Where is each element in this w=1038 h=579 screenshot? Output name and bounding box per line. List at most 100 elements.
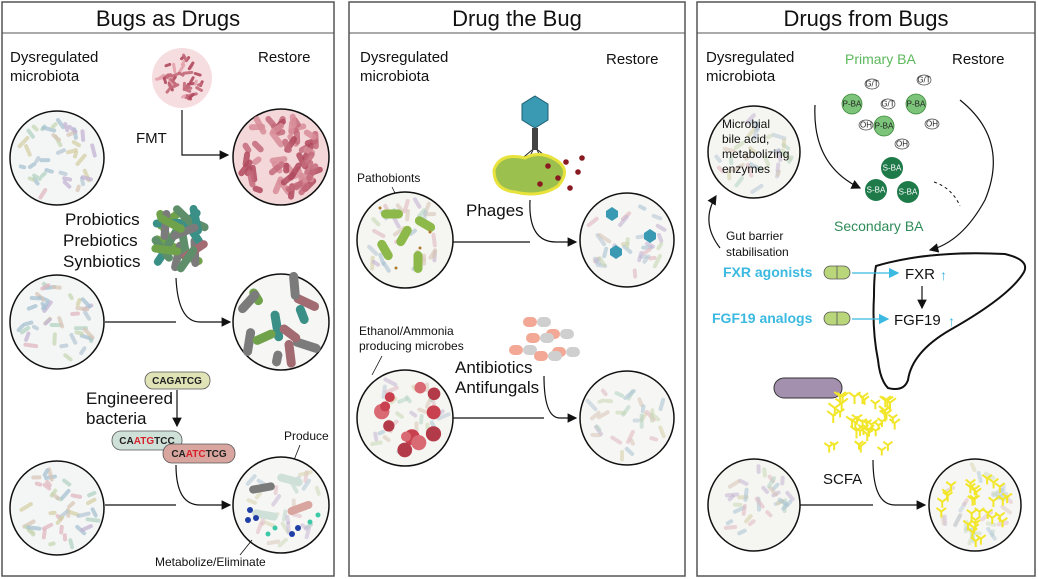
scfa-molecule <box>975 534 987 545</box>
bacterium <box>40 283 51 291</box>
scfa-molecule <box>974 507 985 518</box>
bacterium <box>658 425 666 439</box>
secondary-ba-text: S-BA <box>867 186 886 195</box>
ethanol-microbe <box>427 387 441 401</box>
bacterium <box>186 85 193 90</box>
seq-a-suffix: TCC <box>154 436 175 447</box>
bacterium <box>27 162 37 170</box>
p1-restored-engineered-bacteria <box>245 470 321 548</box>
enzymes-text: Microbial <box>722 117 770 131</box>
p3-dysregulated-bacteria-2 <box>723 464 795 536</box>
edited-sequence-a: CAATGTCC <box>119 436 174 447</box>
ba-side-group <box>916 74 932 86</box>
bacterium <box>169 78 178 86</box>
bacterium <box>283 162 290 174</box>
capsule-half <box>560 329 574 339</box>
gut-barrier-arrow <box>707 194 721 249</box>
scfa-molecule <box>876 446 887 456</box>
capsule-half <box>523 345 537 355</box>
bacterium <box>288 120 296 135</box>
enzymes-text-line-2: bile acid, <box>722 132 769 146</box>
bacterium <box>59 343 69 349</box>
edited-sequence-a-box <box>111 430 183 451</box>
pathobiont <box>414 216 436 232</box>
bacterium <box>301 151 315 168</box>
scfa-molecule <box>935 507 947 518</box>
bacterium <box>367 244 379 256</box>
bacterium <box>90 507 98 518</box>
scfa-molecule <box>854 441 867 453</box>
antibiotic-capsules <box>509 317 580 361</box>
bacterium <box>297 470 313 477</box>
bacterium <box>280 172 296 186</box>
scfa-molecule <box>965 478 976 490</box>
bacterium <box>41 522 54 531</box>
bacterium <box>766 476 777 489</box>
bacterium <box>252 329 276 345</box>
bacterium <box>51 285 62 290</box>
bacterium <box>590 432 602 438</box>
bacterium <box>637 397 644 408</box>
bacterium <box>730 163 745 173</box>
bacterium <box>268 161 285 176</box>
bacterium <box>156 73 165 81</box>
metabolite <box>289 531 295 537</box>
bacterium <box>284 339 296 368</box>
bacterium <box>594 424 602 432</box>
bacterium <box>80 175 93 182</box>
bacterium <box>75 306 90 312</box>
panel3-dysregulated-text-line-2: microbiota <box>706 68 776 85</box>
seq-a-mid: ATG <box>134 436 155 447</box>
bacterium <box>85 517 101 523</box>
primary-ba-molecule <box>841 93 863 115</box>
bacterium <box>63 122 70 133</box>
bacterium <box>63 353 73 362</box>
pathobiont-dot <box>378 206 382 210</box>
bacterium <box>748 146 757 155</box>
bacterium <box>45 479 52 488</box>
bacterium <box>57 316 65 329</box>
scfa-molecule <box>857 418 868 428</box>
phage-arrow <box>529 199 578 247</box>
bacterium <box>586 216 599 228</box>
bacterium <box>23 342 39 349</box>
seq-b-mid: ATC <box>186 449 206 460</box>
bacterium <box>19 502 33 512</box>
fxr-label: FXR <box>905 266 935 283</box>
bacterium <box>285 514 291 525</box>
bacterium <box>164 62 172 68</box>
bacterium <box>785 490 795 502</box>
ethanol-pointer <box>371 355 383 376</box>
p1-dysregulated-bacteria-2 <box>16 281 95 362</box>
probiotic-cluster <box>151 204 209 273</box>
bacterium <box>41 301 49 311</box>
probiotic-arrow <box>175 277 232 327</box>
product <box>265 531 271 537</box>
bacterium <box>80 129 86 142</box>
primary-ba-text: P-BA <box>907 100 926 109</box>
bacterium <box>597 233 612 244</box>
scfa-molecule <box>826 410 840 424</box>
secondary-ba-dashed <box>933 181 961 207</box>
bacterium <box>637 251 644 263</box>
bacterium <box>178 63 186 73</box>
primary-ba-text: P-BA <box>843 100 862 109</box>
bacterium <box>738 478 749 486</box>
lysis-particle <box>579 155 585 161</box>
bacterium <box>610 435 623 445</box>
bacterium <box>79 333 94 341</box>
bacterium <box>727 494 735 502</box>
bacterium <box>87 490 97 498</box>
bacterium <box>615 410 627 415</box>
bacterium <box>404 395 412 404</box>
bacterium <box>246 169 256 188</box>
capsule-half <box>537 317 551 327</box>
bacterium <box>656 241 664 251</box>
secondary-ba-text: S-BA <box>883 164 902 173</box>
engineered-cell <box>287 500 313 516</box>
bacterium <box>27 176 36 182</box>
bacterium <box>409 410 418 418</box>
seq-b-prefix: CA <box>171 449 185 460</box>
bacterium <box>290 482 299 494</box>
bacterium <box>80 524 93 532</box>
